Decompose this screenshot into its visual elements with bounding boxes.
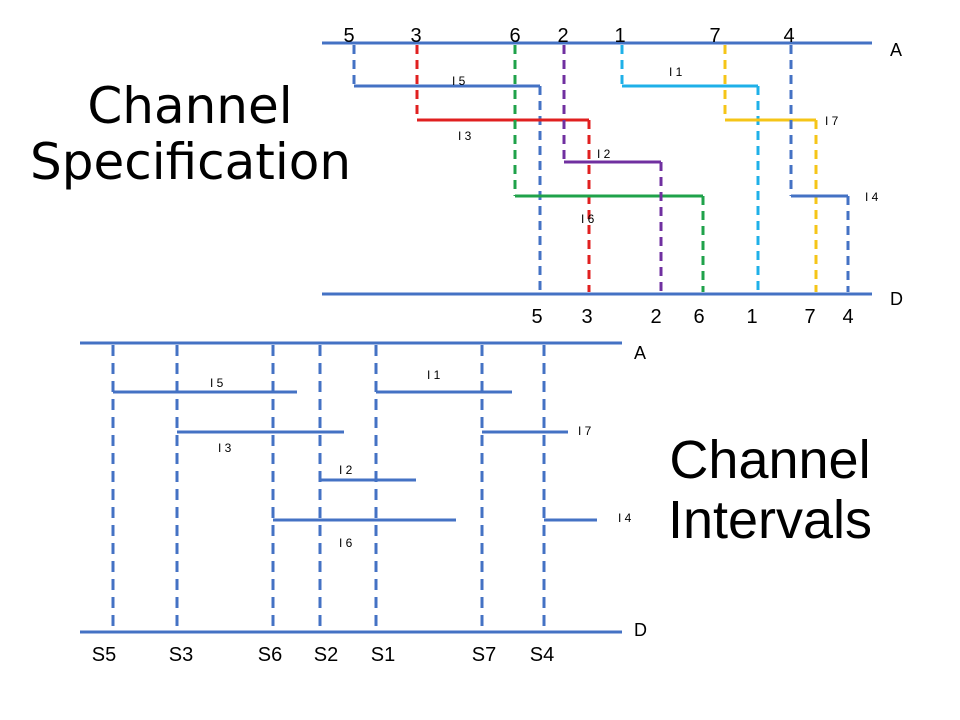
title-line-2: Intervals: [667, 490, 873, 551]
specification-diagram: A D 5 3 6 2 1 7 4 5 3 2 6 1 7 4: [322, 25, 903, 328]
spec-top-number: 2: [557, 25, 568, 47]
segment-label: S3: [169, 644, 193, 666]
channel-intervals-title: Channel Intervals: [650, 430, 890, 551]
net-i3: [415, 45, 591, 292]
spec-top-label: A: [890, 40, 902, 60]
net-label: I 7: [825, 114, 839, 128]
net-label: I 3: [458, 129, 472, 143]
net-i1: [620, 45, 760, 292]
title-line-1: Channel: [87, 77, 293, 135]
segment-label: S6: [258, 644, 282, 666]
net-i6: [513, 45, 705, 292]
net-label: I 6: [581, 212, 595, 226]
net-label: I 5: [452, 74, 466, 88]
segment-label: S7: [472, 644, 496, 666]
spec-bottom-number: 4: [842, 306, 853, 328]
spec-bottom-number: 7: [804, 306, 815, 328]
spec-bottom-number: 2: [650, 306, 661, 328]
net-label: I 2: [597, 147, 611, 161]
interval-label: I 1: [427, 368, 441, 382]
interval-label: I 2: [339, 463, 353, 477]
intervals-top-label: A: [634, 343, 646, 363]
net-i4: [789, 45, 850, 292]
spec-bottom-number: 6: [693, 306, 704, 328]
segment-label: S2: [314, 644, 338, 666]
interval-label: I 4: [618, 511, 632, 525]
net-label: I 1: [669, 65, 683, 79]
spec-bottom-number: 3: [581, 306, 592, 328]
spec-top-number: 1: [614, 25, 625, 47]
spec-bottom-number: 5: [531, 306, 542, 328]
spec-bottom-label: D: [890, 289, 903, 309]
channel-specification-title: Channel Specification: [30, 77, 352, 191]
intervals-bottom-label: D: [634, 620, 647, 640]
interval-label: I 7: [578, 424, 592, 438]
segment-label: S1: [371, 644, 395, 666]
net-i2: [562, 45, 663, 292]
spec-bottom-number: 1: [746, 306, 757, 328]
segment-label: S4: [530, 644, 554, 666]
title-line-2: Specification: [30, 133, 352, 191]
segment-dividers: [111, 345, 546, 630]
interval-label: I 3: [218, 441, 232, 455]
spec-top-number: 5: [343, 25, 354, 47]
interval-label: I 6: [339, 536, 353, 550]
title-line-1: Channel: [669, 430, 871, 490]
interval-bars: [113, 390, 597, 522]
intervals-diagram: A D I 5 I 1 I 7 I 3 I 2 I 4 I 6 S5 S3: [80, 341, 647, 666]
net-i7: [723, 45, 818, 292]
segment-label: S5: [92, 644, 116, 666]
net-i5: [352, 45, 542, 292]
net-label: I 4: [865, 190, 879, 204]
spec-top-number: 6: [509, 25, 520, 47]
interval-label: I 5: [210, 376, 224, 390]
spec-top-number: 3: [410, 25, 421, 47]
spec-top-number: 4: [783, 25, 794, 47]
spec-top-number: 7: [709, 25, 720, 47]
